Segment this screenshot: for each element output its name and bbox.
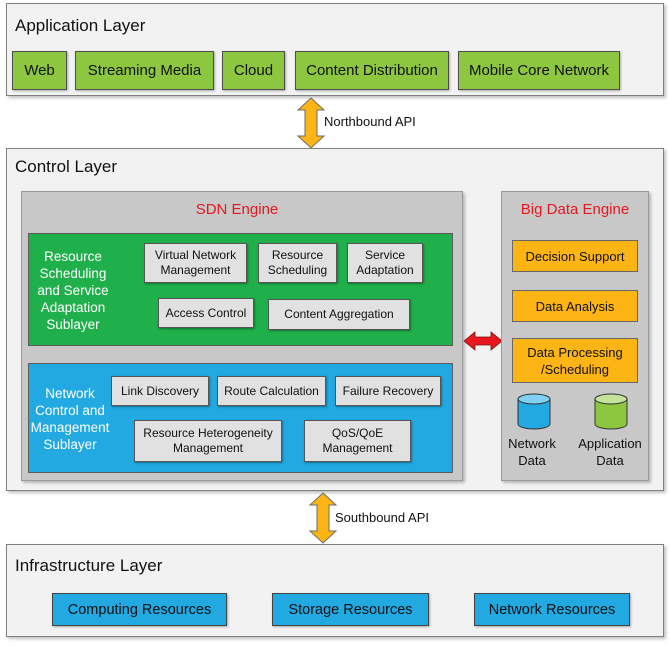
app-box-mobile-core-network: Mobile Core Network <box>458 51 620 90</box>
resource-scheduling-box: Resource Scheduling <box>258 243 337 283</box>
big-data-engine: Big Data Engine <box>501 191 649 481</box>
app-box-content-distribution: Content Distribution <box>295 51 449 90</box>
network-sublayer-label: Network Control and Management Sublayer <box>30 386 110 452</box>
app-box-cloud: Cloud <box>222 51 285 90</box>
link-discovery-box: Link Discovery <box>111 376 209 406</box>
resource-sublayer-label: Resource Scheduling and Service Adaptati… <box>37 248 109 332</box>
virtual-network-management-box: Virtual Network Management <box>144 243 247 283</box>
network-data-label: Network Data <box>508 436 556 468</box>
sdn-engine-title: SDN Engine <box>195 201 279 218</box>
content-aggregation-box: Content Aggregation <box>268 299 410 330</box>
southbound-arrow <box>308 492 338 544</box>
decision-support-box: Decision Support <box>512 240 638 272</box>
computing-resources-box: Computing Resources <box>52 593 227 626</box>
engine-link-arrow <box>463 331 503 351</box>
northbound-api-label: Northbound API <box>324 114 416 129</box>
application-layer: Application Layer Web Streaming Media Cl… <box>6 3 664 96</box>
data-processing-scheduling-box: Data Processing /Scheduling <box>512 338 638 383</box>
infrastructure-layer: Infrastructure Layer Computing Resources… <box>6 544 664 637</box>
failure-recovery-box: Failure Recovery <box>335 376 441 406</box>
qos-qoe-management-box: QoS/QoE Management <box>304 420 411 462</box>
data-analysis-box: Data Analysis <box>512 290 638 322</box>
app-box-streaming-media: Streaming Media <box>75 51 214 90</box>
application-data-label: Application Data <box>578 436 642 468</box>
app-box-web: Web <box>12 51 67 90</box>
infrastructure-layer-title: Infrastructure Layer <box>15 556 163 575</box>
application-layer-title: Application Layer <box>15 16 146 35</box>
southbound-api-label: Southbound API <box>335 510 429 525</box>
big-data-engine-title: Big Data Engine <box>520 201 630 218</box>
control-layer-title: Control Layer <box>15 157 118 176</box>
service-adaptation-box: Service Adaptation <box>347 243 423 283</box>
network-resources-box: Network Resources <box>474 593 630 626</box>
storage-resources-box: Storage Resources <box>272 593 429 626</box>
access-control-box: Access Control <box>158 298 254 328</box>
route-calculation-box: Route Calculation <box>217 376 326 406</box>
application-data-db-icon <box>594 393 628 430</box>
northbound-arrow <box>296 97 326 149</box>
resource-heterogeneity-management-box: Resource Heterogeneity Management <box>134 420 282 462</box>
network-data-db-icon <box>517 393 551 430</box>
